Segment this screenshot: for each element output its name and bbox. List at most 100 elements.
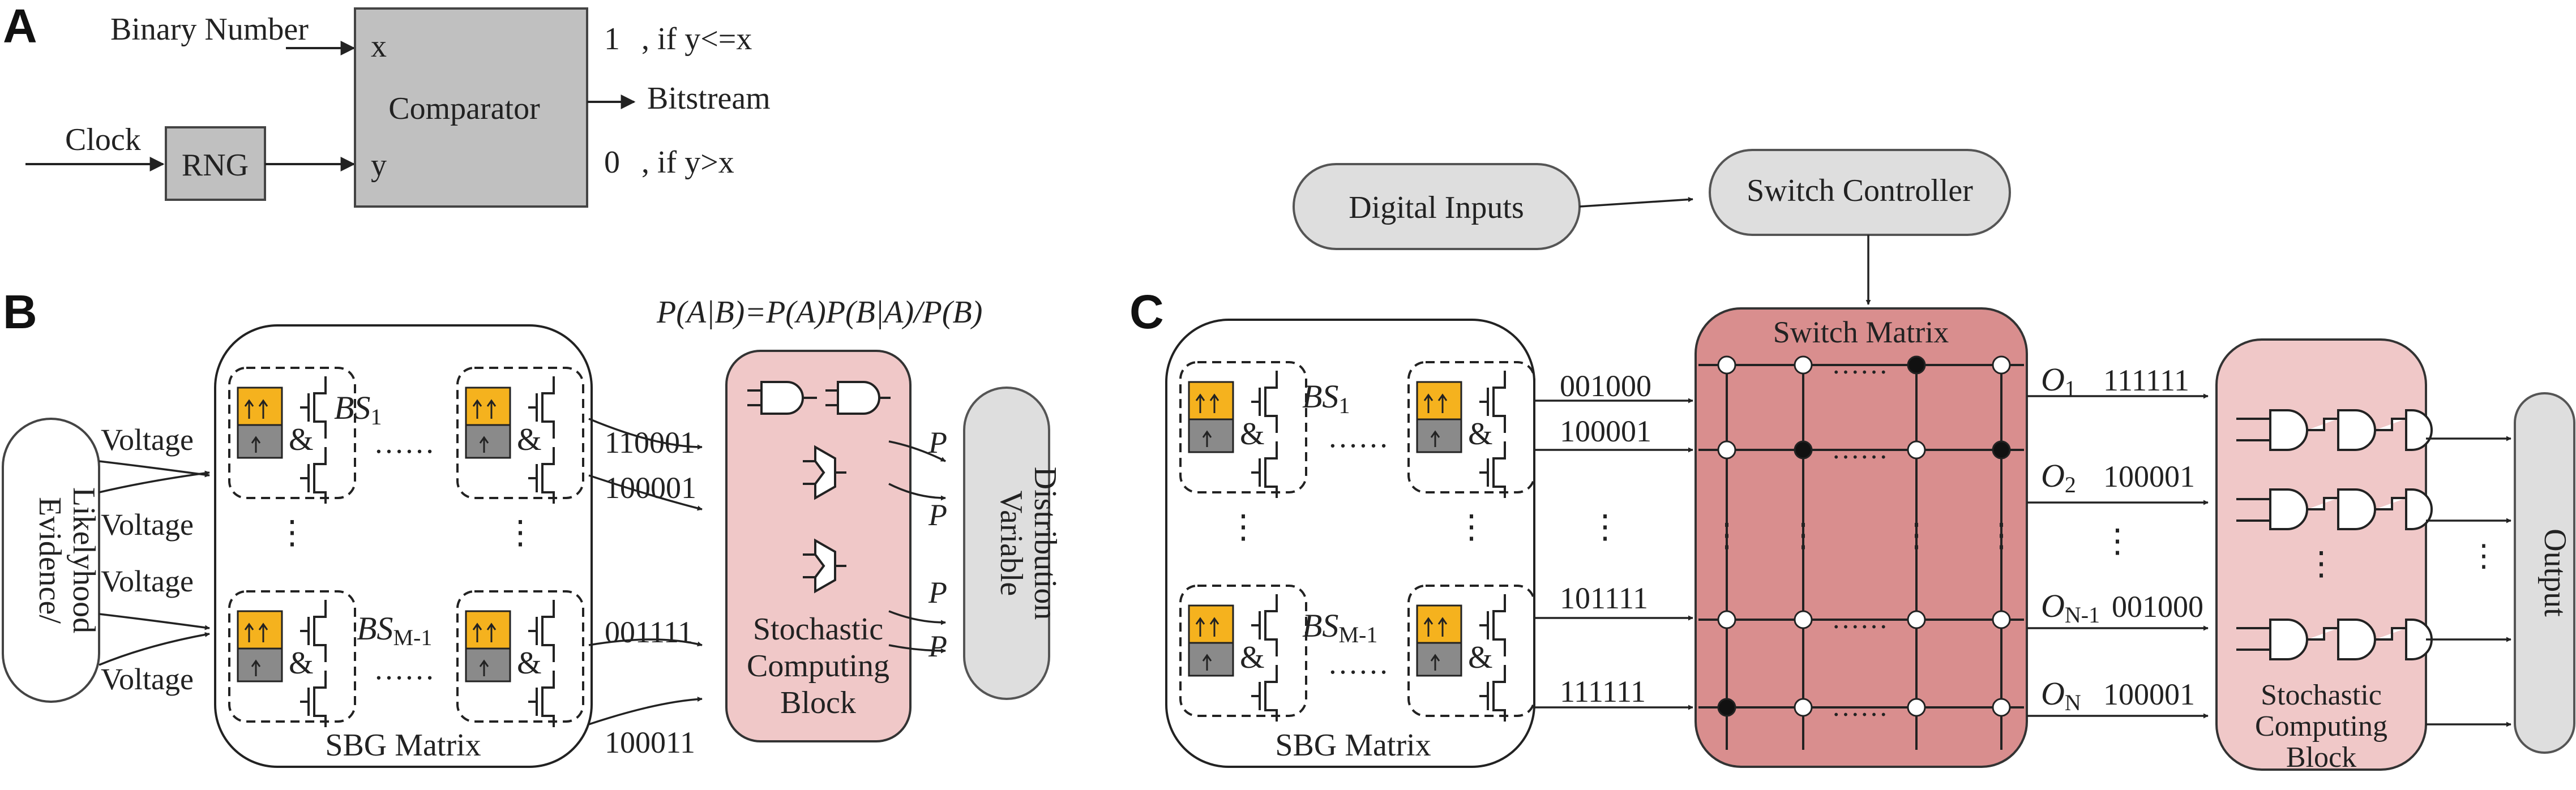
probability-label: P (928, 629, 947, 663)
digital-inputs-arrow (1579, 197, 1693, 208)
bayes-formula: P(A|B)=P(A)P(B|A)/P(B) (656, 295, 982, 330)
bitstream-value: 100001 (605, 471, 696, 505)
voltage-label: Voltage (101, 423, 194, 457)
input-bitstream: 001000 (1560, 369, 1651, 403)
output-label: ON (2041, 675, 2081, 715)
and-symbol: & (517, 422, 542, 457)
voltage-label: Voltage (101, 662, 194, 696)
scb-label-line1: Stochastic (2261, 679, 2382, 711)
voltage-label: Voltage (101, 508, 194, 542)
output-label: ON-1 (2041, 587, 2100, 628)
output-bitstream: 100001 (2103, 460, 2195, 493)
and-symbol: & (1468, 640, 1493, 675)
sbg-cell-box (456, 590, 584, 723)
scb-label-line3: Block (780, 685, 856, 720)
ellipsis-vertical: ⋮ (1455, 508, 1488, 545)
ellipsis-vertical: ⋮ (504, 514, 537, 551)
bs1-label: BS1 (1302, 378, 1350, 418)
sbg-device (1416, 604, 1462, 677)
rng-label: RNG (182, 148, 249, 183)
comparator-label: Comparator (388, 91, 540, 126)
transistor-pair-icon (528, 376, 555, 504)
sbg-cell-box (456, 367, 584, 499)
probability-arrow (888, 644, 946, 654)
and-symbol: & (289, 422, 314, 457)
bitstream-arrow (588, 638, 703, 647)
switch-matrix (1694, 307, 2028, 768)
panel-b-letter: B (3, 285, 37, 338)
logic-gate-chain (2236, 409, 2433, 660)
comparator-input-y: y (371, 148, 387, 183)
sbg-matrix-label: SBG Matrix (325, 728, 481, 763)
ellipsis-horizontal: …… (1832, 603, 1888, 634)
ellipsis-vertical: ⋮ (1227, 508, 1260, 545)
condition-zero: , if y>x (641, 145, 734, 180)
sbg-device (465, 610, 511, 682)
bsm-label: BSM-1 (357, 610, 432, 650)
variable-distribution-line2: Distribution (1028, 467, 1063, 620)
comparator-block (354, 7, 588, 208)
variable-distribution-capsule (963, 387, 1050, 700)
output-bitstream: 001000 (2112, 590, 2203, 624)
bitstream-arrow (588, 418, 703, 450)
bs1-label: BS1 (334, 389, 382, 430)
sbg-device (1188, 381, 1234, 453)
ellipsis-horizontal: …… (1328, 646, 1389, 680)
sbg-device (237, 610, 283, 682)
ellipsis-horizontal: …… (1832, 690, 1888, 722)
ellipsis-vertical: ⋮ (1900, 517, 1933, 553)
bitstream-label: Bitstream (647, 81, 771, 116)
probability-label: P (928, 426, 947, 460)
voltage-arrow (99, 460, 210, 478)
ellipsis-vertical: ⋮ (2305, 545, 2338, 582)
output-bitstream: 100001 (2103, 677, 2195, 711)
probability-arrow (888, 440, 946, 462)
panel-c: C Digital Inputs Switch Controller SBG M… (1129, 149, 2575, 774)
scb-label-line2: Computing (747, 649, 889, 684)
and-symbol: & (289, 646, 314, 681)
ellipsis-horizontal: …… (374, 652, 435, 686)
sbg-matrix-label: SBG Matrix (1275, 728, 1431, 763)
transistor-pair-icon (1479, 594, 1506, 722)
ellipsis-vertical: ⋮ (1985, 517, 2018, 553)
digital-inputs-label: Digital Inputs (1349, 190, 1524, 225)
sbg-device (1416, 381, 1462, 453)
sbg-device (237, 387, 283, 459)
and-symbol: & (517, 646, 542, 681)
sbg-device (1188, 604, 1234, 677)
bitstream-arrow (588, 474, 703, 511)
input-bitstream: 100001 (1560, 414, 1651, 448)
voltage-arrow (99, 470, 210, 493)
condition-one: , if y<=x (641, 22, 752, 57)
panel-c-letter: C (1129, 285, 1164, 338)
sbg-cell-box (1407, 361, 1535, 493)
output-bitstream: 111111 (2103, 363, 2189, 397)
evidence-label-line2: Likelyhood (66, 487, 101, 633)
switch-nodes (1717, 355, 2011, 717)
ellipsis-horizontal: …… (1832, 348, 1888, 380)
switch-matrix-label: Switch Matrix (1773, 315, 1949, 349)
sbg-device (465, 387, 511, 459)
bsm-label: BSM-1 (1302, 607, 1377, 647)
scb-label-line3: Block (2286, 741, 2356, 774)
bitstream-value: 100011 (605, 725, 695, 759)
output-label: O1 (2041, 361, 2076, 401)
switch-controller-capsule (1709, 149, 2011, 236)
evidence-label-line1: Evidence/ (32, 497, 67, 624)
variable-distribution-line1: Variable (994, 491, 1029, 596)
and-symbol: & (1240, 640, 1265, 675)
ellipsis-vertical: ⋮ (1787, 517, 1820, 553)
probability-label: P (928, 498, 947, 532)
logic-gate-icons (747, 381, 891, 594)
probability-arrow (888, 483, 946, 501)
bitstream-value: 001111 (605, 615, 693, 649)
transistor-pair-icon (528, 600, 555, 727)
panel-b: B Evidence/ Likelyhood Voltage Voltage V… (2, 285, 1063, 768)
voltage-arrow (99, 613, 210, 630)
binary-number-label: Binary Number (110, 12, 309, 47)
ellipsis-vertical: ⋮ (1589, 508, 1621, 545)
output-capsule-label: Output (2538, 529, 2573, 617)
input-bitstream: 101111 (1560, 581, 1648, 615)
transistor-pair-icon (1479, 371, 1506, 498)
